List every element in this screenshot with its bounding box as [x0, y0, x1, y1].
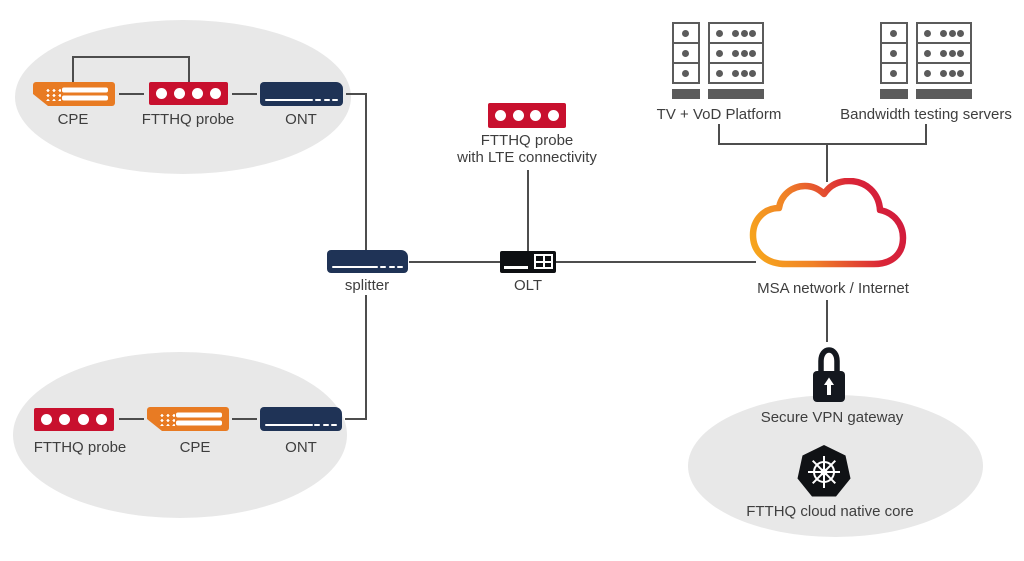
- splitter-label: splitter: [344, 277, 390, 294]
- cpe-front-bars: [62, 88, 108, 101]
- cpe-probe-bracket-line: [72, 56, 190, 82]
- cloud-core-label: FTTHQ cloud native core: [746, 503, 914, 520]
- ont-top-label: ONT: [285, 111, 317, 128]
- ont-icon: [260, 407, 342, 431]
- probe-bottom-label: FTTHQ probe: [33, 439, 127, 456]
- ont-bottom-label: ONT: [285, 439, 317, 456]
- server-rack-wide: [916, 22, 972, 99]
- servers-bracket-line: [718, 124, 927, 145]
- ont-icon: [260, 82, 343, 106]
- tv-vod-label: TV + VoD Platform: [656, 106, 782, 123]
- bandwidth-servers-icon: [880, 22, 972, 99]
- cpe-vent-dots: [44, 87, 61, 101]
- lock-arrow-glyph: [824, 377, 834, 395]
- olt-icon: [500, 251, 556, 273]
- cpe-router-icon: [147, 407, 229, 431]
- cloud-icon: [749, 178, 907, 268]
- cpe-router-icon: [33, 82, 115, 106]
- probe-top-label: FTTHQ probe: [141, 111, 235, 128]
- olt-front-bar: [504, 265, 528, 269]
- cpe-front-bars: [176, 413, 222, 426]
- cpe-bottom-label: CPE: [179, 439, 211, 456]
- customer-site-bottom-zone: [13, 352, 347, 518]
- tv-vod-servers-icon: [672, 22, 764, 99]
- olt-label: OLT: [513, 277, 543, 294]
- server-rack-wide: [708, 22, 764, 99]
- ftthq-probe-icon: [149, 82, 228, 105]
- splitter-icon: [327, 250, 408, 273]
- ont-top-to-splitter-line: [346, 93, 367, 250]
- ftthq-probe-icon: [34, 408, 114, 431]
- kubernetes-icon: [797, 445, 851, 497]
- cpe-top-label: CPE: [57, 111, 89, 128]
- bandwidth-servers-label: Bandwidth testing servers: [840, 106, 1012, 123]
- server-rack-narrow: [672, 22, 700, 99]
- cloud-label: MSA network / Internet: [757, 280, 909, 297]
- olt-port-grid: [534, 254, 553, 269]
- ftthq-probe-lte-icon: [488, 103, 566, 128]
- splitter-to-ont-bottom-line: [345, 295, 367, 420]
- vpn-gateway-label: Secure VPN gateway: [760, 409, 904, 426]
- lte-probe-label-line1: FTTHQ probe: [480, 132, 574, 149]
- vpn-lock-icon: [813, 347, 845, 402]
- cpe-vent-dots: [158, 412, 175, 426]
- server-rack-narrow: [880, 22, 908, 99]
- lte-probe-label-line2: with LTE connectivity: [457, 149, 597, 166]
